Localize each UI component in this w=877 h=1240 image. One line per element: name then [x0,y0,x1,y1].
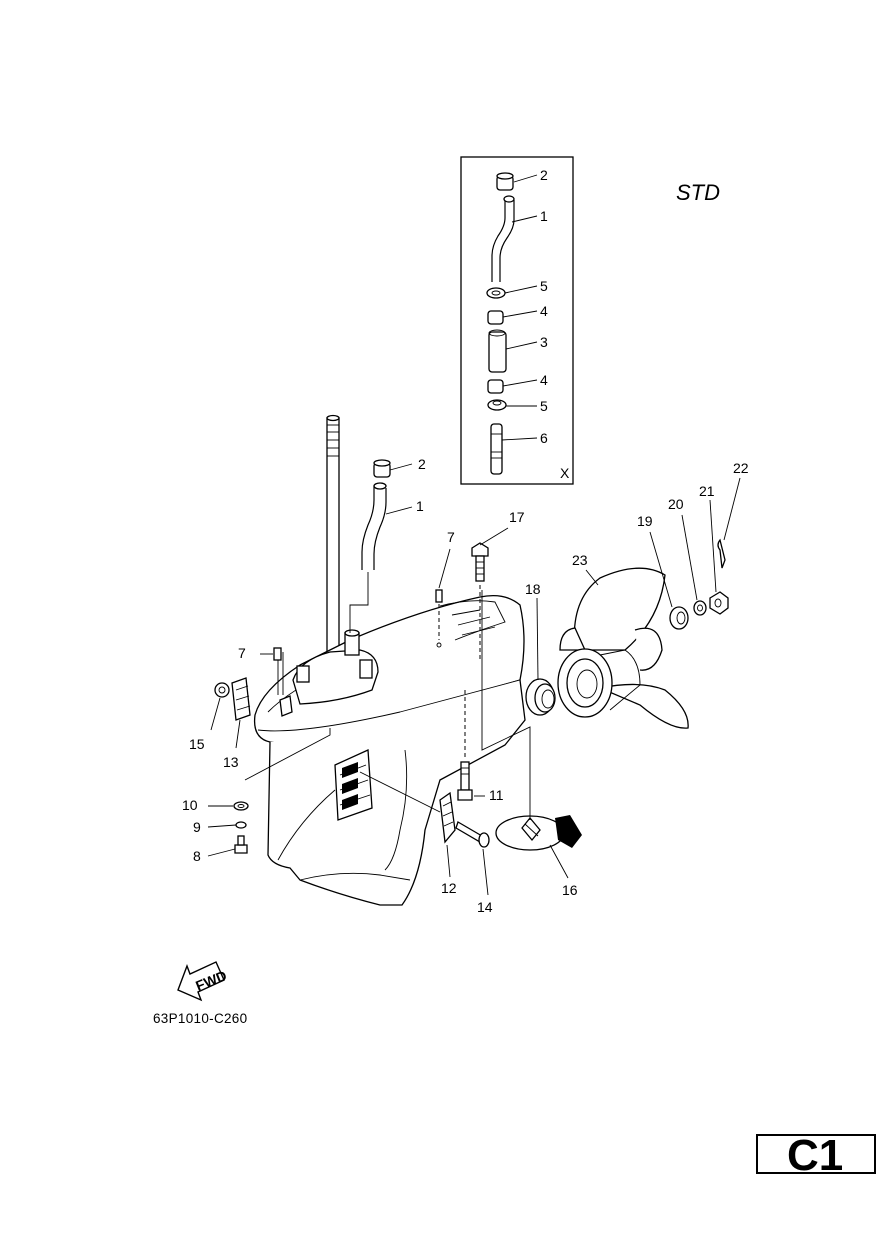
spacer-19 [669,606,689,630]
callout-23: 23 [572,552,588,568]
bolt-14 [455,821,490,848]
section-code: C1 [787,1131,843,1180]
callout-7-front: 7 [238,645,246,661]
callout-21: 21 [699,483,715,499]
bolt-11 [457,690,473,801]
fwd-arrow-icon: FWD [177,961,229,1002]
callout-4-inset-upper: 4 [540,303,548,319]
water-inlet-grille [334,749,373,821]
inset-bushing-upper [487,310,504,325]
section-box: C1 [756,1131,876,1180]
inset-water-tube [491,198,515,282]
dowel-pin-front [273,647,282,661]
trim-tab-16 [481,590,582,851]
inset-sleeve [488,331,507,373]
inset-box: X [460,156,574,485]
callout-13: 13 [223,754,239,770]
washer-10 [233,801,249,811]
washer-9 [235,821,247,829]
callout-10: 10 [182,797,198,813]
dowel-pin-rear [435,589,443,648]
anode-13 [231,677,251,721]
callout-22: 22 [733,460,749,476]
callout-2: 2 [418,456,426,472]
callout-1: 1 [416,498,424,514]
drawing-code: 63P1010-C260 [153,1011,247,1026]
nut-21 [709,591,729,615]
lower-casing [253,414,526,906]
nut-15 [214,682,230,698]
callout-15: 15 [189,736,205,752]
callout-16: 16 [562,882,578,898]
inset-seal-lower [487,399,507,411]
inset-grommet [496,172,514,191]
callout-3-inset: 3 [540,334,548,350]
callout-7-rear: 7 [447,529,455,545]
callout-1-inset: 1 [540,208,548,224]
callout-11: 11 [489,787,504,803]
anode-12 [359,771,456,844]
drive-shaft [326,417,340,659]
bolt-8 [234,835,248,854]
callout-14: 14 [477,899,493,915]
callout-4-inset-lower: 4 [540,372,548,388]
callout-2-inset: 2 [540,167,548,183]
screw-17 [471,542,489,660]
inset-bushing-lower [487,379,504,394]
callout-6-inset: 6 [540,430,548,446]
callout-20: 20 [668,496,684,512]
propeller-23 [557,567,689,729]
callout-18: 18 [525,581,541,597]
inset-marker: X [560,465,570,481]
inset-seal-upper [486,287,506,299]
spacer-18 [525,678,556,716]
callout-19: 19 [637,513,653,529]
washer-20 [693,600,707,616]
callout-17: 17 [509,509,525,525]
cotter-pin-22 [717,538,726,569]
inset-water-pipe [490,423,503,475]
callout-5-inset-lower: 5 [540,398,548,414]
callout-9: 9 [193,819,201,835]
callout-8: 8 [193,848,201,864]
callout-5-inset-upper: 5 [540,278,548,294]
callout-12: 12 [441,880,457,896]
variant-label: STD [676,180,720,205]
water-tube-main [349,459,391,633]
